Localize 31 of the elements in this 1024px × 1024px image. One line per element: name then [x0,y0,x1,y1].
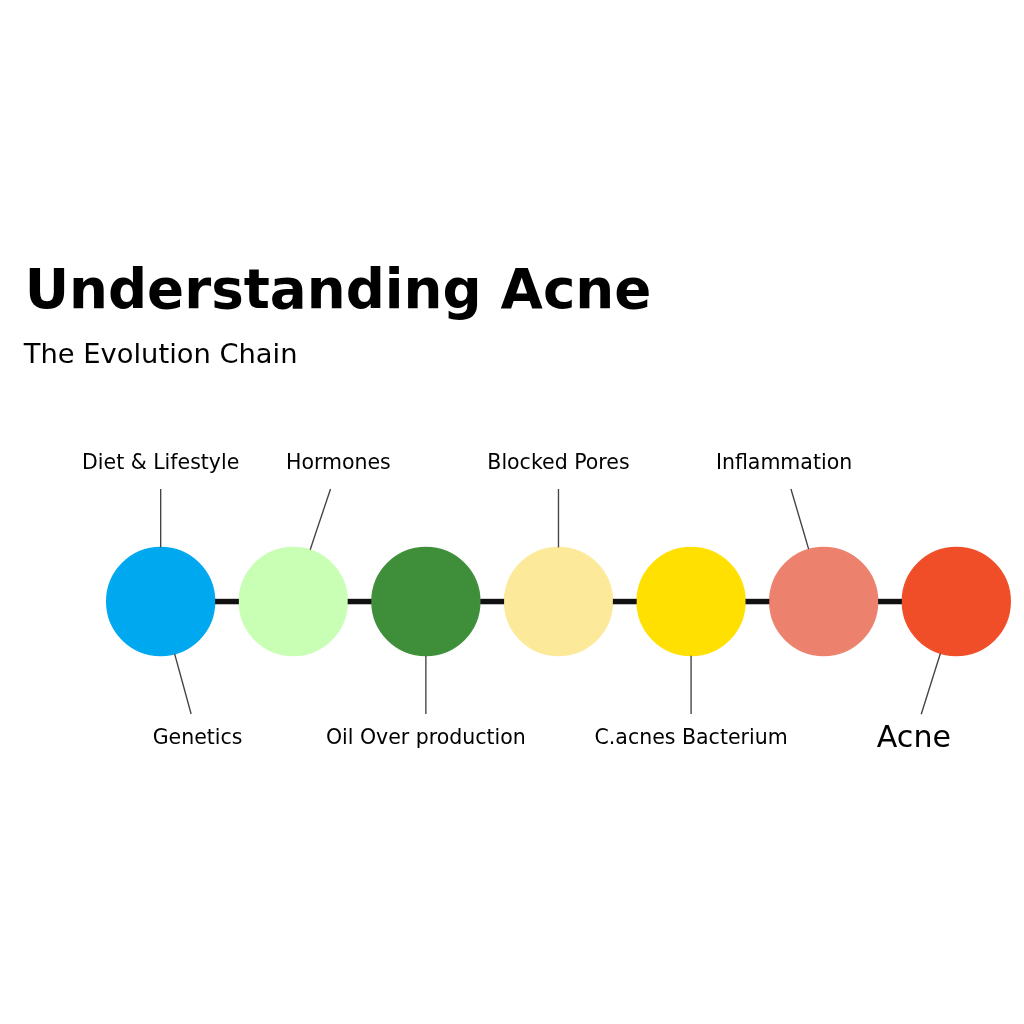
connector [878,598,902,605]
node-text: C.acnes Bacterium [594,724,788,749]
node-text: Genetics [152,724,243,749]
connector [480,598,505,605]
diagram-title: Understanding Acne [24,257,652,322]
connector [612,598,637,605]
node-circle [901,546,1011,657]
node-text: Hormones [285,449,391,474]
node-circle [371,546,481,657]
node-circle [503,546,614,657]
node-text: Blocked Pores [487,449,630,474]
connector [790,488,810,550]
connector [309,488,332,551]
node-circle [636,546,746,657]
node-circle [769,546,879,657]
connector [173,653,192,715]
node-circle [106,546,216,657]
node-text: Oil Over production [325,724,526,749]
node-text: Acne [876,718,951,754]
connector [557,488,560,549]
connector [215,598,239,605]
connector [690,655,692,715]
connector [920,652,942,715]
label: The Evolution Chain [23,337,298,369]
connector [347,598,372,605]
node-text: Diet & Lifestyle [82,449,240,474]
connector [160,488,162,549]
node-circle [238,546,348,657]
connector [745,598,770,605]
connector [425,655,427,715]
node-text: Inflammation [715,449,853,474]
